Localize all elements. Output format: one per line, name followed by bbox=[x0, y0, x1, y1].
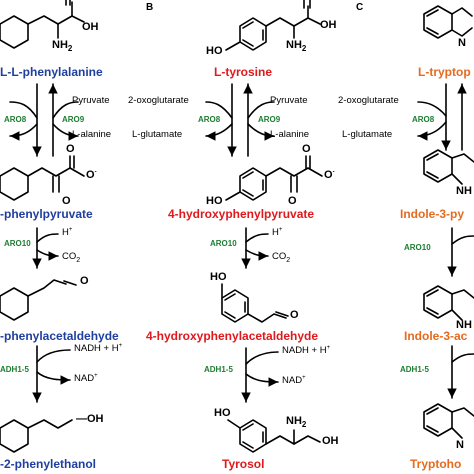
panel-b-enzyme-aro9: ARO9 bbox=[258, 115, 281, 124]
panel-a-enzyme-adh: ADH1-5 bbox=[0, 365, 29, 374]
panel-c-enzyme-aro10: ARO10 bbox=[404, 243, 431, 252]
indoleacetaldehyde-nh-label: NH bbox=[456, 319, 472, 331]
hydroxyphenylpyruvate-acid-o: O bbox=[302, 143, 311, 155]
phenylacetaldehyde-o: O bbox=[80, 275, 89, 287]
panel-letter-c: C bbox=[356, 2, 364, 13]
tryptophan-nh-label: N bbox=[458, 37, 466, 49]
hydroxyphenylpyruvate-keto-o: O bbox=[288, 195, 297, 207]
panel-a-nad: NAD+ bbox=[74, 372, 98, 384]
phenylalanine-ring bbox=[0, 15, 29, 49]
panel-b-2-oxoglutarate: 2-oxoglutarate bbox=[128, 95, 189, 106]
tyrosine-nh2-label: NH2 bbox=[286, 39, 307, 54]
panel-b-product: Tyrosol bbox=[222, 457, 265, 471]
phenylpyruvate-acid-o: O bbox=[66, 143, 75, 155]
panel-b-nadh: NADH + H+ bbox=[282, 344, 331, 356]
phenylpyruvate-ring bbox=[0, 167, 29, 201]
panel-b-h-plus: H+ bbox=[272, 226, 283, 238]
phenylpyruvate-o-minus: O- bbox=[86, 169, 97, 181]
panel-b-structures bbox=[221, 0, 323, 453]
panel-letter-b: B bbox=[146, 2, 154, 13]
panel-b-co2: CO2 bbox=[272, 251, 291, 264]
phenylalanine-nh2-label: NH2 bbox=[52, 39, 73, 54]
panel-c-substrate: L-tryptop bbox=[418, 65, 471, 79]
phenylpyruvate-keto-o: O bbox=[62, 195, 71, 207]
panel-a-nadh: NADH + H+ bbox=[74, 342, 123, 354]
panel-c-enzyme-aro8: ARO8 bbox=[412, 115, 435, 124]
panel-a-enzyme-aro8: ARO8 bbox=[4, 115, 27, 124]
phenylethanol-oh-label: —OH bbox=[76, 413, 104, 425]
panel-b-enzyme-adh: ADH1-5 bbox=[204, 365, 233, 374]
panel-b-nad: NAD+ bbox=[282, 374, 306, 386]
panel-c-intermediate2: Indole-3-ac bbox=[404, 329, 468, 343]
hydroxyphenylpyruvate-ho: HO bbox=[206, 195, 223, 207]
panel-c-l-glutamate: L-glutamate bbox=[342, 129, 393, 140]
panel-a-l-alanine: L-alanine bbox=[72, 129, 112, 140]
phenylalanine-oh-label: OH bbox=[82, 21, 99, 33]
panel-a-pyruvate: Pyruvate bbox=[72, 95, 110, 106]
panel-b-substrate: L-tyrosine bbox=[214, 65, 273, 79]
panel-a-intermediate1: -phenylpyruvate bbox=[0, 207, 93, 221]
tyrosine-oh-label: OH bbox=[320, 19, 337, 31]
panel-a-enzyme-aro10: ARO10 bbox=[4, 239, 31, 248]
tyrosine-ho-label: HO bbox=[206, 45, 223, 57]
tyrosol-oh-label: OH bbox=[322, 435, 339, 447]
panel-c-structures bbox=[423, 5, 474, 439]
panel-b-l-glutamate: L-glutamate bbox=[132, 129, 183, 140]
tyrosol-ho-label: HO bbox=[214, 407, 231, 419]
tyrosol-nh2-label: NH2 bbox=[286, 415, 307, 430]
hydroxyphenylacetaldehyde-o: O bbox=[290, 309, 299, 321]
indolepyruvate-nh-label: NH bbox=[456, 185, 472, 197]
panel-a-substrate: L-L-phenylalanine bbox=[0, 65, 103, 79]
panel-b-l-alanine: L-alanine bbox=[270, 129, 310, 140]
panel-b-intermediate1: 4-hydroxyphenylpyruvate bbox=[168, 207, 315, 221]
tryptophol-nh-label: N bbox=[456, 439, 464, 451]
hydroxyphenylacetaldehyde-ho: HO bbox=[210, 271, 227, 283]
panel-c-2-oxoglutarate: 2-oxoglutarate bbox=[338, 95, 399, 106]
panel-a-structures bbox=[0, 0, 85, 453]
hydroxyphenylpyruvate-o-minus: O- bbox=[324, 169, 335, 181]
panel-a-intermediate2: -phenylacetaldehyde bbox=[0, 329, 119, 343]
panel-b-enzyme-aro10: ARO10 bbox=[210, 239, 237, 248]
panel-b-pyruvate: Pyruvate bbox=[270, 95, 308, 106]
phenylethanol-ring bbox=[0, 419, 29, 453]
panel-a-product: -2-phenylethanol bbox=[0, 457, 97, 471]
panel-c-product: Tryptoho bbox=[410, 457, 462, 471]
panel-b-enzyme-aro8: ARO8 bbox=[198, 115, 221, 124]
panel-a-enzyme-aro9: ARO9 bbox=[62, 115, 85, 124]
panel-b-intermediate2: 4-hydroxyphenylacetaldehyde bbox=[146, 329, 319, 343]
panel-a-co2: CO2 bbox=[62, 251, 81, 264]
panel-c-enzyme-adh: ADH1-5 bbox=[400, 365, 429, 374]
panel-c-intermediate1: Indole-3-py bbox=[400, 207, 465, 221]
panel-a-h-plus: H+ bbox=[62, 226, 73, 238]
phenylacetaldehyde-ring bbox=[0, 287, 29, 321]
